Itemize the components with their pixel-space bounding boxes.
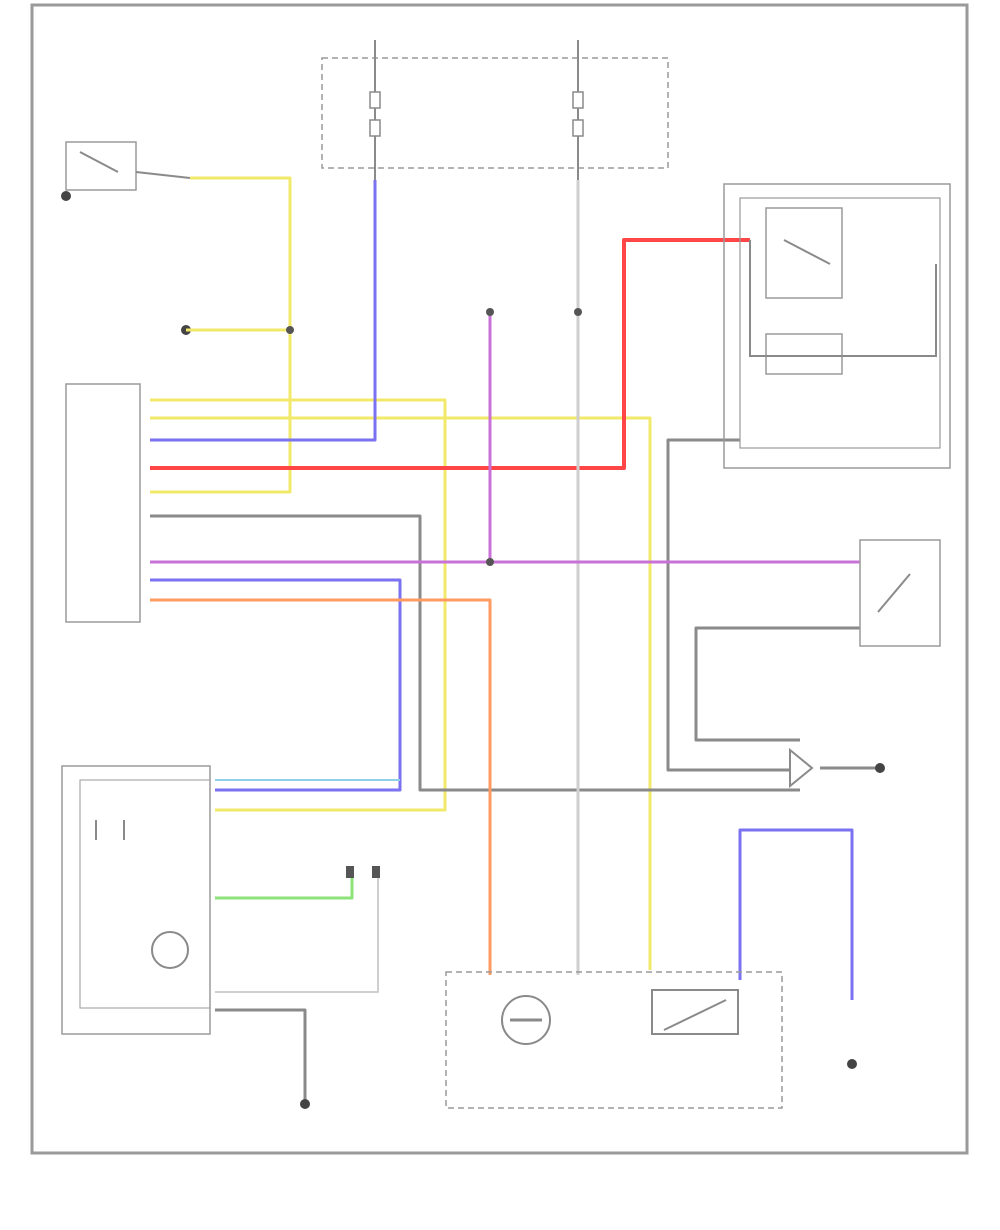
pressure-switch-box [765,207,843,299]
relay-module [61,765,211,1035]
fuse-left-element-2 [369,119,381,137]
fuse-block-outline [321,57,669,169]
pressure-switch-blade [783,239,831,265]
wire-yellow-1 [150,176,292,494]
fuse-left-element-1 [369,91,381,109]
gauge-right-box [651,989,739,1035]
wire-dark-1 [150,514,800,792]
wire-dark-4 [694,626,860,742]
splice-dot-4 [486,308,494,316]
relay-lamp [151,931,189,969]
top-left-switch [61,141,191,201]
right-ground-dot [875,763,885,773]
top-left-switch-ground [61,191,71,201]
relay-module-inner [79,779,211,1009]
wires [150,176,880,1100]
mid-right-switch-box [859,539,941,647]
connector-bar [346,866,380,878]
valve-box [765,333,843,375]
bottom-ground-dot [300,1099,310,1109]
fuse-block [321,40,669,180]
top-right-internal-wire [749,240,937,357]
control-unit-box [65,383,141,623]
wire-blue-3 [738,828,854,1000]
right-ground [789,747,885,789]
wire-yellow-3 [150,398,447,812]
control-unit [65,383,141,623]
top-right-box [723,183,951,469]
right-ground-merge [789,747,814,789]
top-left-switch-blade [79,151,119,173]
wire-red [150,238,750,470]
bottom-center-cluster [445,971,783,1109]
fuse-right-element-2 [572,119,584,137]
gauge-right-needle [663,999,727,1031]
wire-orange [150,598,492,975]
connector-pin-1 [346,866,354,878]
fuse-right-element-1 [572,91,584,109]
wire-dark-3 [666,438,800,772]
top-right-box-outline [723,183,951,469]
wire-bottom-left [215,1008,307,1100]
diagram-frame [30,3,969,1155]
mid-right-switch [859,539,941,647]
wire-blue-1 [150,180,377,442]
bottom-ground [300,1099,310,1109]
wire-green [215,872,354,900]
connector-pin-2 [372,866,380,878]
cluster-outline [445,971,783,1109]
bottom-right-ground-dot [847,1059,857,1069]
splice-dot-2 [486,558,494,566]
mid-right-switch-blade [877,573,911,613]
bottom-right-ground [847,1059,857,1069]
top-left-switch-lead [135,171,191,179]
splice-dot-3 [574,308,582,316]
top-left-switch-outline [65,141,137,191]
relay-module-outline [61,765,211,1035]
wire-yellow-4 [150,416,652,970]
splice-dot-1 [286,326,294,334]
wire-blue-2 [150,578,402,792]
wire-bottom-left-2 [215,872,379,993]
top-right-box-inner [739,197,941,449]
